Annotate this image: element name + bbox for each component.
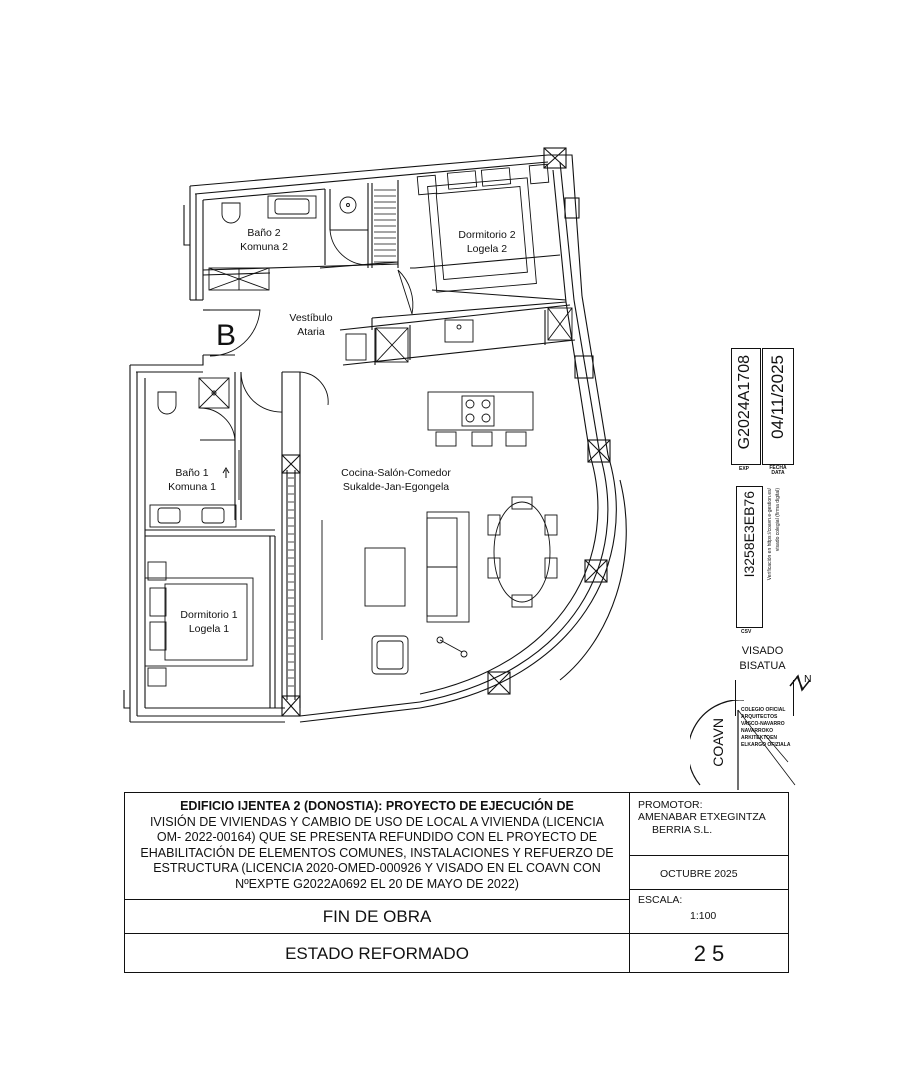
promotor-name-2: BERRIA S.L. [652,824,713,836]
room-label-bano-1: Baño 1 [175,467,208,479]
outer-walls [123,154,627,723]
bathroom-2-fixtures [208,195,357,291]
stamp-csv-label: CSV [741,629,752,635]
sheet-number: 2 5 [630,933,788,972]
room-label-ataria: Ataria [297,326,325,338]
stamp-date-label: FECHA DATA [769,465,787,476]
stamp-verify-1: Verificación en https://coavn.e-gestion.… [767,488,773,581]
state-cell: ESTADO REFORMADO [125,933,630,972]
interior-walls [145,180,576,708]
stamp-csv-value: I3258E3EB76 [741,491,757,578]
visado-stamp: G2024A1708 04/11/2025 EXP FECHA DATA I32… [731,348,795,788]
project-line: NºEXPTE G2022A0692 EL 20 DE MAYO DE 2022… [235,876,519,891]
living-room-furniture [321,496,558,675]
stamp-date-value: 04/11/2025 [768,355,787,439]
college-text: COLEGIO OFICIAL ARQUITECTOS VASCO-NAVARR… [741,707,801,749]
north-label: N [804,673,812,685]
coavn-seal [690,700,796,790]
room-label-komuna-1: Komuna 1 [168,481,216,493]
stamp-exp-label: EXP [739,466,750,472]
college-line: ELKARGO OFIZIALA [741,742,791,748]
drawing-date: OCTUBRE 2025 [660,868,738,880]
phase-cell: FIN DE OBRA [125,899,630,933]
stamp-verify-2: visado colegial (firma digital) [775,488,781,552]
college-line: ARKITEKTOEN [741,735,778,741]
college-line: NAVARROKO [741,728,774,734]
room-label-vestibulo: Vestíbulo [289,312,332,324]
bed-2 [416,163,550,293]
promotor-name-1: AMENABAR ETXEGINTZA [638,811,766,823]
project-description: EDIFICIO IJENTEA 2 (DONOSTIA): PROYECTO … [125,793,630,899]
date-cell: OCTUBRE 2025 [630,855,788,889]
room-label-sukalde: Sukalde-Jan-Egongela [343,481,449,493]
room-label-komuna-2: Komuna 2 [240,241,288,253]
scale-cell: ESCALA: 1:100 [630,889,788,933]
title-block: EDIFICIO IJENTEA 2 (DONOSTIA): PROYECTO … [124,792,789,973]
doors [199,229,414,441]
arrow-icon [222,467,230,478]
project-title: EDIFICIO IJENTEA 2 (DONOSTIA): PROYECTO … [180,799,574,813]
room-label-logela-2: Logela 2 [467,243,507,255]
scale-value: 1:100 [690,910,717,922]
project-line: ESTRUCTURA (LICENCIA 2020-OMED-000926 Y … [153,861,601,875]
promotor-label: PROMOTOR: [638,799,703,811]
college-line: COLEGIO OFICIAL [741,707,786,713]
coavn-label: COAVN [710,718,726,767]
promotor-cell: PROMOTOR: AMENABAR ETXEGINTZA BERRIA S.L… [630,793,788,855]
room-label-dormitorio-2: Dormitorio 2 [458,229,515,241]
college-line: VASCO-NAVARRO [741,721,785,727]
stamp-date-box: 04/11/2025 [762,348,794,465]
stamp-visado-text: VISADO BISATUA [731,644,794,674]
stamp-bisatua: BISATUA [739,660,786,672]
bathroom-1-fixtures [149,377,240,528]
room-label-bano-2: Baño 2 [247,227,280,239]
project-line: OM- 2022-00164) QUE SE PRESENTA REFUNDID… [156,830,598,844]
stamp-exp-value: G2024A1708 [736,355,753,450]
room-label-logela-1: Logela 1 [189,623,229,635]
room-label-dormitorio-1: Dormitorio 1 [180,609,237,621]
stamp-csv-box: I3258E3EB76 [736,486,763,628]
project-line: IVISIÓN DE VIVIENDAS Y CAMBIO DE USO DE … [149,814,605,829]
stamp-visado: VISADO [741,645,784,657]
stamp-divider-right [793,680,794,716]
stamp-exp-box: G2024A1708 [731,348,761,465]
bed-1 [144,561,254,687]
kitchen-island [427,391,534,447]
college-line: ARQUITECTOS [741,714,778,720]
project-line: EHABILITACIÓN DE ELEMENTOS COMUNES, INST… [140,845,614,860]
plan-marker: B [216,319,236,352]
room-label-cocina: Cocina-Salón-Comedor [341,467,451,479]
kitchen-fixtures [345,307,573,363]
north-arrow [789,674,811,692]
project-text: EDIFICIO IJENTEA 2 (DONOSTIA): PROYECTO … [125,799,629,892]
stamp-divider [735,680,736,716]
scale-label: ESCALA: [638,894,683,906]
closet-hatching [288,189,396,687]
